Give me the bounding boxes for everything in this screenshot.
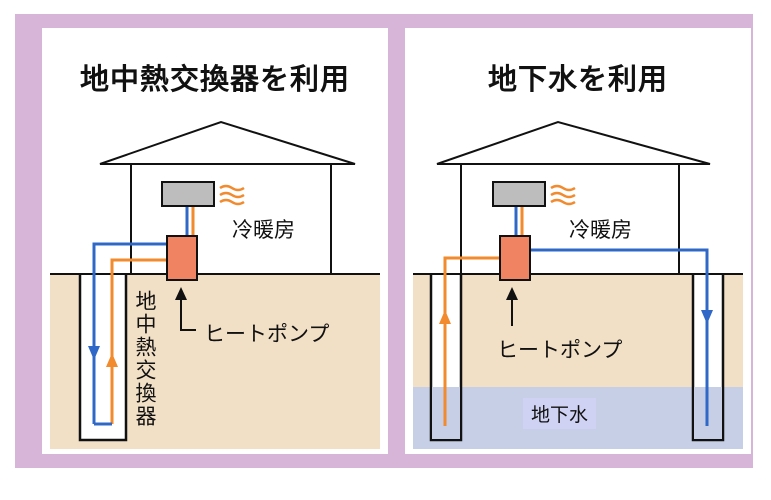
- house-wall: [130, 163, 332, 275]
- ground-heat-exchanger-diagram: [50, 120, 380, 449]
- heat-pump: [499, 235, 531, 281]
- borehole: [78, 274, 128, 442]
- flow-arrow-icon: [701, 310, 713, 324]
- groundwater-label: 地下水: [523, 398, 597, 429]
- pump-pointer: [180, 298, 196, 331]
- hvac-label: 冷暖房: [232, 218, 295, 242]
- cold-pipe: [92, 242, 167, 424]
- indoor-unit: [492, 181, 546, 207]
- panel-ground-heat-exchanger: 地中熱交換器を利用 冷暖房 ヒートポンプ 地中熱交換器: [42, 28, 388, 454]
- groundwater-diagram: [413, 120, 743, 449]
- arrow-up-icon: [175, 287, 187, 300]
- panel-title: 地下水を利用: [487, 62, 668, 96]
- heat-waves-icon: [550, 184, 576, 206]
- heat-pump-label: ヒートポンプ: [497, 338, 623, 362]
- warm-pipe: [443, 256, 500, 426]
- indoor-unit: [161, 181, 215, 207]
- flow-arrow-icon: [439, 310, 451, 324]
- cold-pipe: [529, 248, 709, 426]
- heat-pump-label: ヒートポンプ: [204, 322, 330, 346]
- flow-arrow-icon: [88, 346, 100, 360]
- panel-groundwater: 地下水を利用 冷暖房 ヒートポンプ 地下水: [405, 28, 751, 454]
- outer-frame: 地中熱交換器を利用 冷暖房 ヒートポンプ 地中熱交換器: [15, 14, 753, 468]
- arrow-up-icon: [506, 287, 518, 300]
- exchanger-label: 地中熱交換器: [133, 290, 157, 428]
- hvac-label: 冷暖房: [569, 218, 632, 242]
- house-roof: [436, 120, 711, 165]
- flow-arrow-icon: [106, 353, 118, 367]
- heat-waves-icon: [219, 184, 245, 206]
- heat-pump: [166, 235, 198, 281]
- warm-pipe: [110, 258, 167, 424]
- panel-title: 地中熱交換器を利用: [79, 62, 350, 96]
- house-roof: [99, 120, 356, 165]
